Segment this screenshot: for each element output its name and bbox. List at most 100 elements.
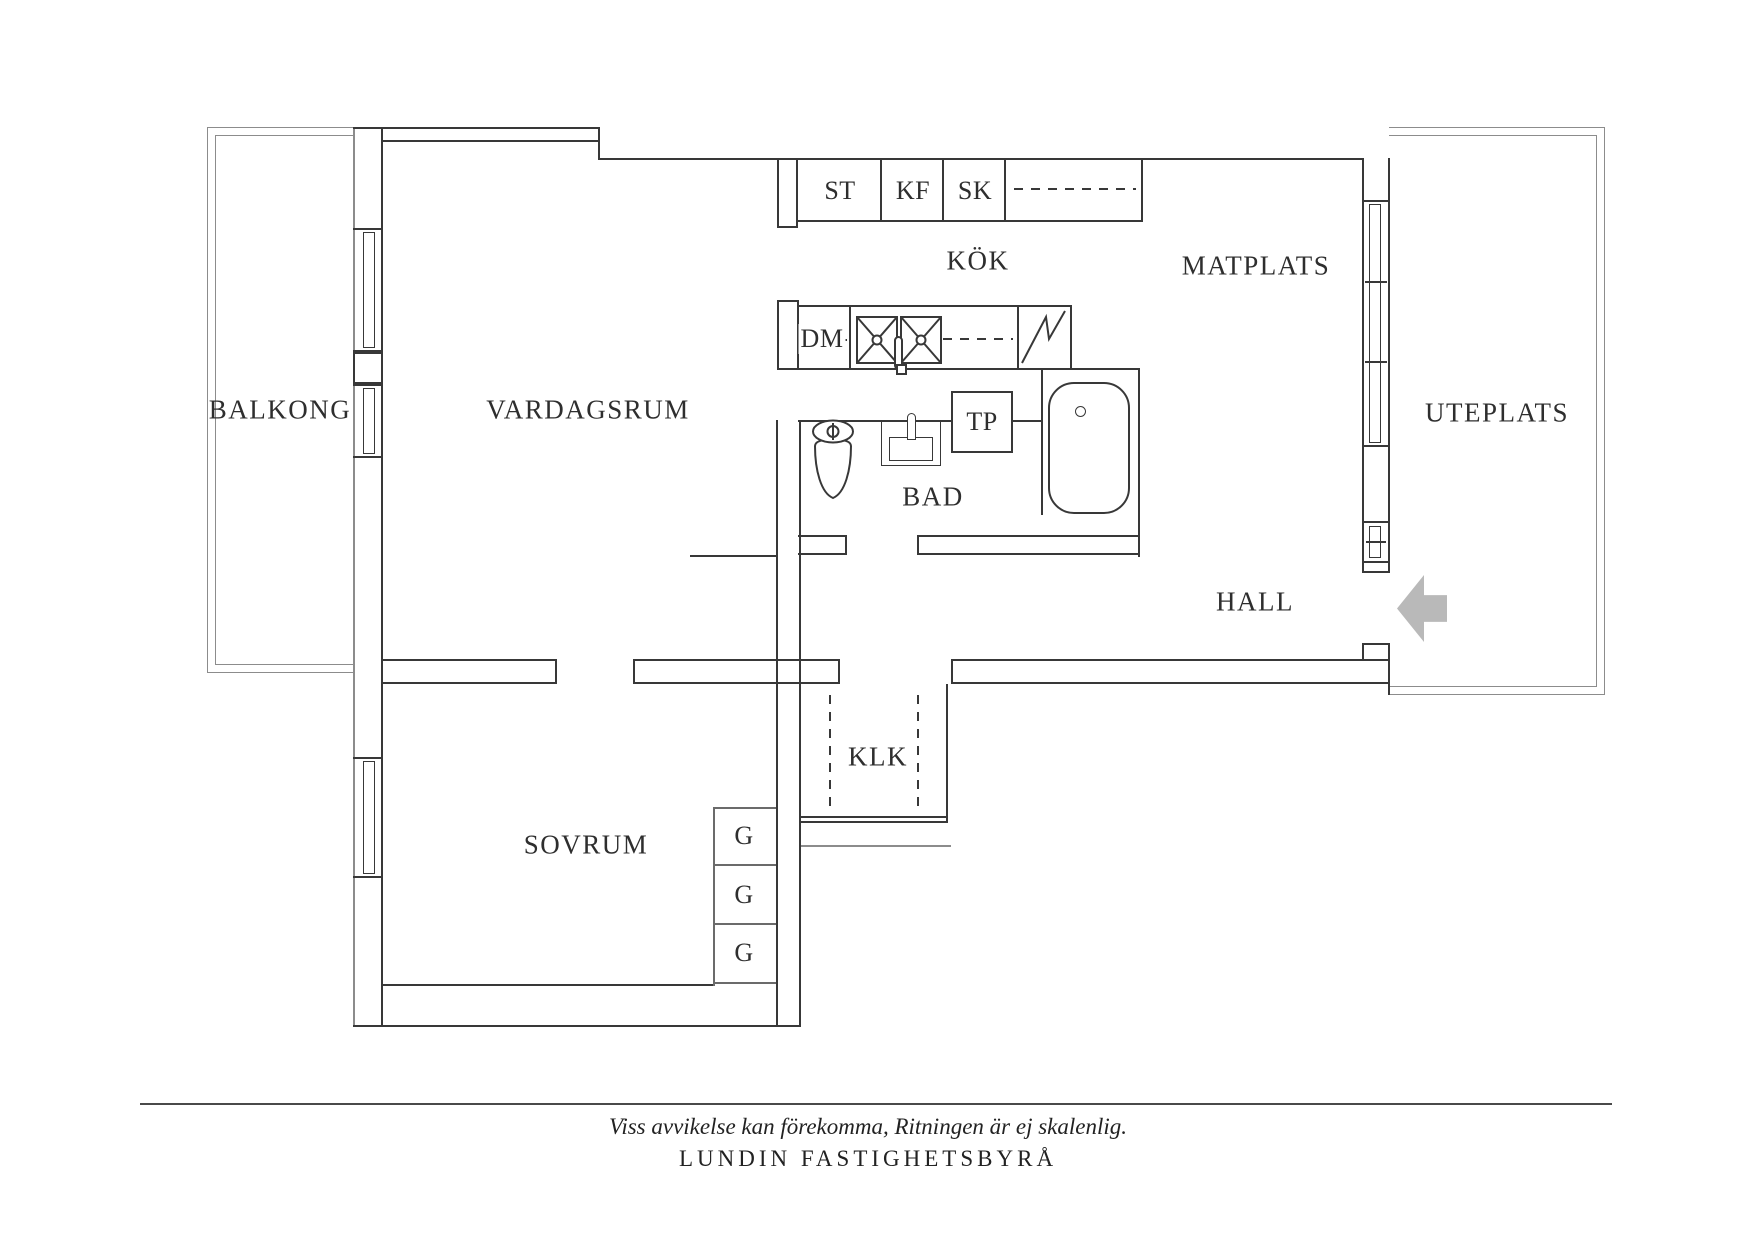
wall-line: [1362, 158, 1364, 573]
wall-pier: [777, 158, 798, 228]
wall-line: [951, 682, 1388, 684]
wardrobe-line: [713, 864, 776, 866]
window-cap: [1362, 521, 1390, 523]
counter-divider: [849, 305, 851, 368]
counter-dashed-line: [943, 338, 1013, 340]
room-label-kok: KÖK: [946, 245, 1010, 276]
bathtub-icon: [1048, 382, 1130, 514]
window-divider: [1365, 361, 1387, 363]
window-cap: [353, 757, 383, 759]
window-glazing: [363, 232, 375, 348]
wall-line: [799, 821, 948, 823]
dishwasher-label: DM: [798, 324, 846, 354]
wall-line: [1362, 643, 1364, 659]
washbasin-inner: [889, 437, 933, 461]
room-label-matplats: MATPLATS: [1181, 250, 1331, 281]
wall-line: [799, 816, 948, 818]
wall-line: [1011, 420, 1043, 422]
laundry-tower-box: [951, 391, 1013, 453]
wall-line: [353, 127, 600, 129]
window-cap: [353, 228, 383, 230]
wall-cap: [838, 659, 840, 684]
counter-line: [798, 305, 1072, 307]
wall-line: [598, 158, 1364, 160]
wall-line: [383, 659, 557, 661]
window-cap: [353, 456, 383, 458]
window-divider: [1365, 281, 1387, 283]
wall-line: [1388, 158, 1390, 573]
counter-divider: [1017, 305, 1019, 368]
window-glazing: [1369, 204, 1381, 443]
footer-divider: [140, 1103, 1612, 1105]
stove-icon: [1021, 310, 1066, 364]
wall-cap: [555, 659, 557, 684]
wall-line: [383, 140, 600, 142]
wall-line: [798, 553, 847, 555]
wardrobe-line: [713, 923, 776, 925]
room-label-hall: HALL: [1216, 586, 1294, 617]
window-cap: [353, 384, 383, 386]
wall-line: [353, 127, 355, 1027]
wall-line: [776, 420, 778, 1027]
room-label-klk: KLK: [848, 741, 908, 772]
wall-cap: [633, 659, 635, 684]
wall-line: [798, 535, 847, 537]
door-jamb: [1362, 571, 1390, 573]
window-glazing: [363, 388, 375, 454]
room-label-sovrum: SOVRUM: [523, 829, 649, 860]
wardrobe-label-g2: G: [734, 880, 754, 909]
window-cap: [353, 876, 383, 878]
wall-cap: [951, 659, 953, 684]
wall-line: [1388, 643, 1390, 695]
toilet-icon: [812, 419, 854, 500]
wall-line: [383, 984, 713, 986]
cabinet-line: [798, 220, 1143, 222]
cabinet-label-kf: KF: [895, 176, 931, 205]
cabinet-divider: [880, 158, 882, 220]
cabinet-line: [1141, 158, 1143, 222]
wall-line: [633, 682, 840, 684]
window-glazing: [363, 761, 375, 874]
wardrobe-line: [713, 982, 776, 984]
wall-line: [598, 127, 600, 160]
room-label-bad: BAD: [902, 481, 964, 512]
cabinet-divider: [1004, 158, 1006, 220]
wall-line: [383, 682, 557, 684]
window-cap: [1362, 561, 1390, 563]
wall-line: [353, 1025, 801, 1027]
counter-dashed-line: [1014, 188, 1136, 190]
wardrobe-label-g3: G: [734, 938, 754, 967]
room-label-balkong: BALKONG: [208, 394, 352, 425]
laundry-tower-label: TP: [966, 407, 998, 436]
footer-brand: LUNDIN FASTIGHETSBYRÅ: [678, 1146, 1058, 1171]
counter-line: [1070, 305, 1072, 368]
cabinet-label-sk: SK: [957, 176, 993, 205]
wall-line: [1138, 368, 1140, 557]
wall-pier: [353, 352, 383, 384]
door-jamb: [1362, 643, 1390, 645]
wall-pier: [777, 300, 799, 370]
wall-line: [690, 555, 776, 557]
neighbor-wall-stub: [801, 845, 951, 847]
cabinet-divider: [942, 158, 944, 220]
wall-line: [798, 420, 953, 422]
wall-line: [799, 420, 801, 1027]
window-cap: [1362, 200, 1390, 202]
window-cap: [353, 350, 383, 352]
balcony-outline-inner: [215, 135, 353, 665]
room-label-uteplats: UTEPLATS: [1424, 397, 1570, 428]
wardrobe-line: [713, 807, 776, 809]
wall-line: [633, 659, 840, 661]
room-label-vardagsrum: VARDAGSRUM: [486, 394, 690, 425]
window-cap: [1362, 445, 1390, 447]
washbasin-faucet-icon: [907, 413, 916, 440]
wall-line: [381, 127, 383, 1027]
wall-line: [946, 684, 948, 822]
footer-disclaimer: Viss avvikelse kan förekomma, Ritningen …: [608, 1114, 1128, 1139]
wall-cap: [845, 535, 847, 555]
kitchen-sink-icon: [856, 316, 942, 375]
wardrobe-label-g1: G: [734, 821, 754, 850]
tub-partition-line: [1041, 368, 1043, 515]
bathtub-drain-icon: [1075, 406, 1086, 417]
